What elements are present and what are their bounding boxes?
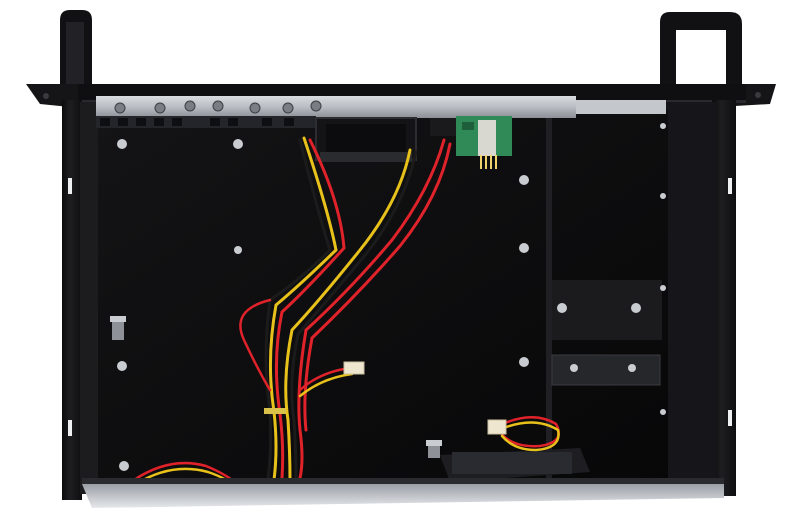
power-module [440, 448, 590, 482]
left-side-wall [62, 100, 82, 500]
usb-header-board [430, 116, 512, 169]
right-handle [660, 12, 742, 90]
front-rail [96, 96, 576, 118]
fan-connector [343, 361, 365, 375]
drive-bay-wall [546, 118, 552, 480]
drive-bracket [551, 354, 661, 386]
side-slots [68, 178, 732, 436]
bottom-lip [82, 484, 724, 508]
standoff-screw-2 [426, 440, 442, 458]
power-connector [487, 419, 507, 435]
front-fan [315, 117, 417, 162]
standoff-screw [110, 316, 126, 340]
wire-bundle [132, 136, 560, 490]
front-switch-row [114, 100, 322, 114]
left-handle [60, 10, 92, 88]
cable-tie [264, 408, 286, 414]
